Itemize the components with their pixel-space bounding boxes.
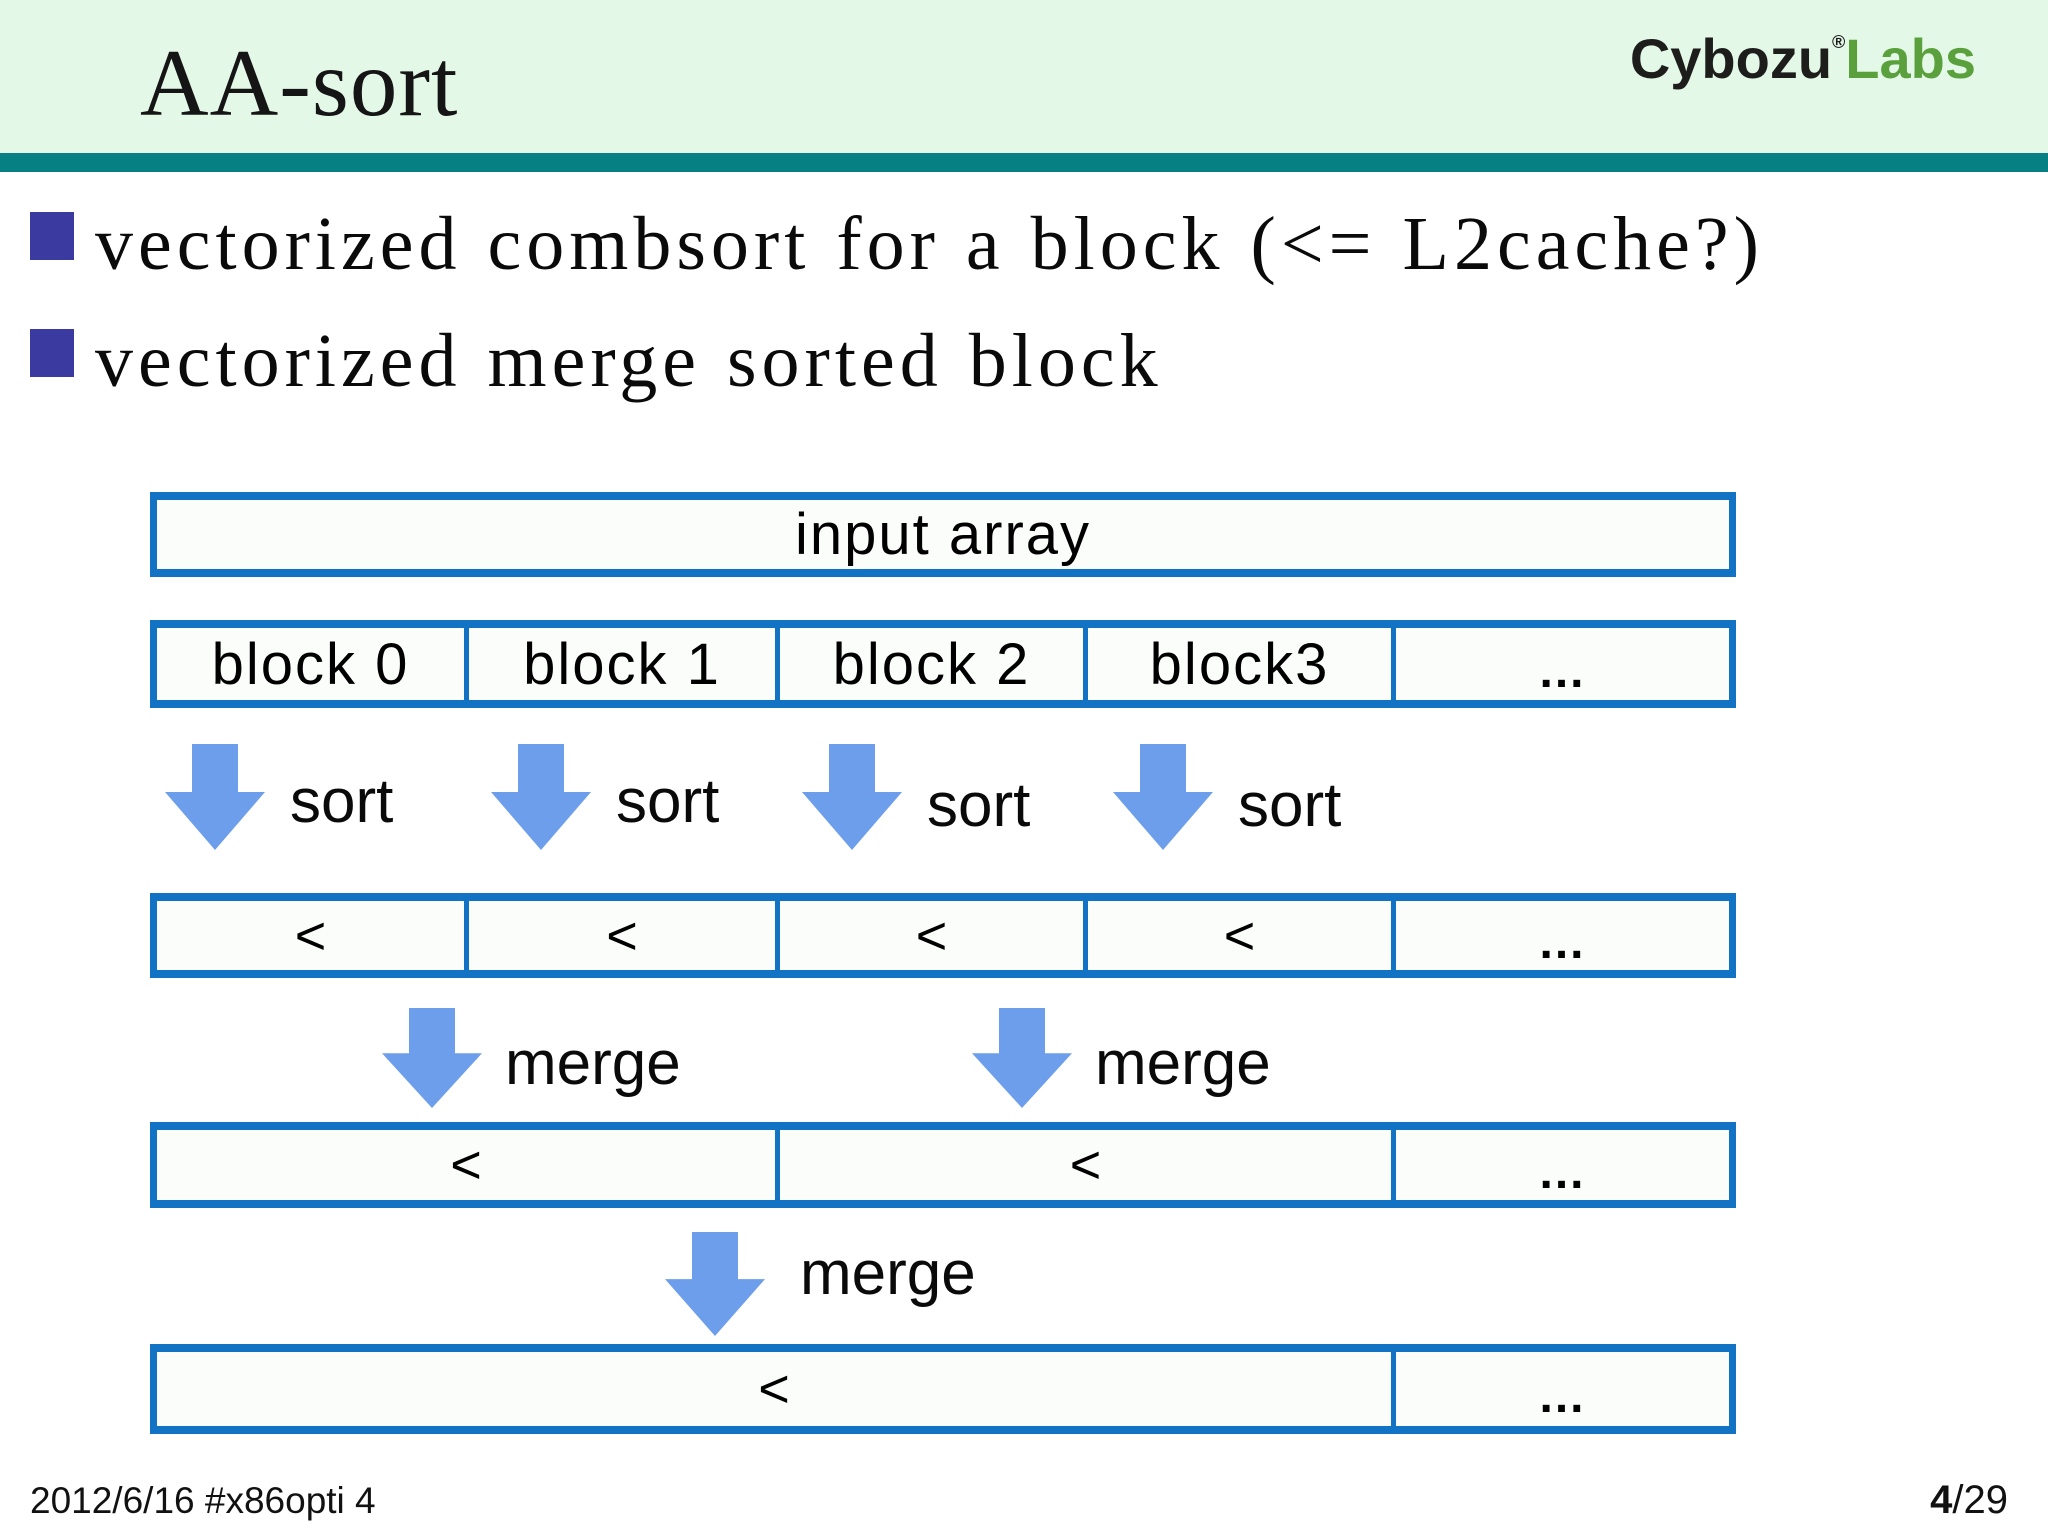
sort-label: sort: [290, 767, 394, 836]
diagram-row-sorted-blocks: < < < < ...: [150, 893, 1736, 978]
bullet-text: vectorized combsort for a block (<= L2ca…: [95, 202, 1764, 286]
sort-arrow-icon: [491, 744, 591, 850]
cell-ellipsis: ...: [1539, 916, 1586, 969]
bullet-text: vectorized merge sorted block: [95, 319, 1163, 403]
logo-text-cybozu: Cybozu: [1629, 27, 1833, 90]
cell-merged-0: <: [157, 1130, 780, 1200]
cell-sorted-0: <: [157, 901, 469, 970]
cell-block-3: block3: [1088, 628, 1396, 700]
diagram-row-merged-pairs: < < ...: [150, 1122, 1736, 1208]
cell-merged-1: <: [780, 1130, 1396, 1200]
sort-arrow-icon: [802, 744, 902, 850]
slide-header: AA-sort Cybozu®Labs: [0, 0, 2048, 153]
cell-sorted-3: <: [1088, 901, 1396, 970]
cell-ellipsis: ...: [1539, 644, 1586, 698]
diagram-row-merged-all: < ...: [150, 1344, 1736, 1434]
cell-sorted-2: <: [780, 901, 1088, 970]
merge-arrow-icon: [665, 1232, 765, 1336]
sort-label: sort: [1238, 771, 1342, 840]
sort-label: sort: [927, 771, 1031, 840]
cell-ellipsis: ...: [1539, 1369, 1586, 1423]
bullet-square-icon: [30, 212, 74, 260]
merge-label: merge: [505, 1029, 681, 1098]
cybozu-labs-logo: Cybozu®Labs: [1630, 26, 1976, 91]
cell-sorted-1: <: [469, 901, 780, 970]
diagram-row-blocks: block 0 block 1 block 2 block3 ...: [150, 620, 1736, 708]
sort-arrow-icon: [1113, 744, 1213, 850]
footer-date-event: 2012/6/16 #x86opti 4: [30, 1480, 376, 1521]
page-total: /29: [1952, 1478, 2008, 1522]
sort-arrow-icon: [165, 744, 265, 850]
cell-block-2: block 2: [780, 628, 1088, 700]
page-title: AA-sort: [140, 30, 459, 136]
page-number: 4/29: [1930, 1478, 2008, 1523]
merge-arrow-icon: [382, 1008, 482, 1108]
logo-text-labs: Labs: [1845, 27, 1976, 90]
cell-merged-all: <: [157, 1352, 1396, 1426]
cell-block-0: block 0: [157, 628, 469, 700]
merge-label: merge: [1095, 1029, 1271, 1098]
header-divider-rule: [0, 153, 2048, 172]
merge-label: merge: [800, 1239, 976, 1308]
sort-label: sort: [616, 767, 720, 836]
cell-block-1: block 1: [469, 628, 780, 700]
bullet-square-icon: [30, 329, 74, 377]
diagram-row-input-array: input array: [150, 492, 1736, 577]
registered-mark-icon: ®: [1832, 32, 1846, 52]
cell-ellipsis: ...: [1539, 1145, 1586, 1199]
cell-input-array: input array: [794, 502, 1092, 567]
merge-arrow-icon: [972, 1008, 1072, 1108]
page-current: 4: [1930, 1478, 1953, 1522]
